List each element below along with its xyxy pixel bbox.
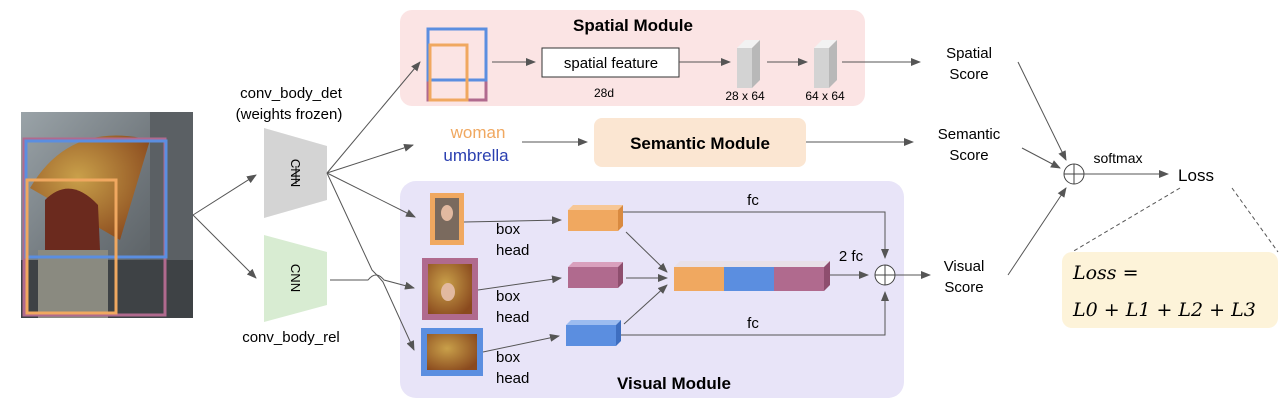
arrow-rel-to-union-crop <box>330 274 415 290</box>
spatial-layer2-label: 64 x 64 <box>805 89 845 103</box>
semantic-module-box <box>594 118 806 167</box>
spatial-mask-icon <box>426 27 488 102</box>
arrow-spatial-score-to-sum <box>1017 61 1067 161</box>
cnn-det-label: CNN <box>288 159 303 187</box>
subject-crop <box>430 193 464 245</box>
semantic-score-line2: Score <box>949 147 988 164</box>
concat-feature-block <box>674 261 830 291</box>
arrow-subject-fc <box>623 211 889 259</box>
arrow-det-to-object-crop <box>326 172 415 351</box>
two-fc-label: 2 fc <box>839 248 864 265</box>
arrow-visual-score-to-sum <box>1007 187 1067 276</box>
loss-formula-line1: Loss = <box>1072 262 1139 284</box>
box-head-2-line1: box <box>496 288 521 305</box>
semantic-score-line1: Semantic <box>938 126 1001 143</box>
spatial-score-line2: Score <box>949 66 988 83</box>
visual-sum-node <box>874 264 896 286</box>
spatial-layer-2 <box>814 40 837 88</box>
arrow-img-to-det <box>192 174 257 216</box>
box-head-3-line2: head <box>496 370 529 387</box>
box-head-2-line2: head <box>496 309 529 326</box>
union-crop <box>422 258 478 320</box>
spatial-feature-label: spatial feature <box>564 55 658 72</box>
subject-feature-block <box>568 205 623 231</box>
det-label-line2: (weights frozen) <box>236 106 343 123</box>
spatial-layer-1 <box>737 40 760 88</box>
spatial-score-line1: Spatial <box>946 45 992 62</box>
spatial-dim-label: 28d <box>594 86 614 100</box>
arrow-det-to-semantic <box>326 143 414 174</box>
spatial-module-title: Spatial Module <box>573 16 693 35</box>
semantic-module-title: Semantic Module <box>630 134 770 153</box>
spatial-layer1-label: 28 x 64 <box>725 89 765 103</box>
cnn-rel-block <box>264 235 327 322</box>
arrow-subject-crop-to-block <box>463 216 562 225</box>
visual-score-line1: Visual <box>944 258 985 275</box>
box-head-1-line1: box <box>496 221 521 238</box>
loss-formula-line2: L0 + L1 + L2 + L3 <box>1072 299 1256 321</box>
loss-formula-bg <box>1062 252 1278 328</box>
arrow-semantic-score-to-sum <box>1021 147 1061 169</box>
visual-score-line2: Score <box>944 279 983 296</box>
input-image <box>21 112 193 318</box>
softmax-label: softmax <box>1093 150 1142 166</box>
loss-label: Loss <box>1178 166 1214 185</box>
arrow-object-fc <box>621 291 889 336</box>
spatial-feature-box <box>541 47 680 78</box>
arrow-object-to-concat <box>623 284 668 325</box>
fc-label-top: fc <box>747 192 759 209</box>
loss-dash-right <box>1231 187 1279 253</box>
arrow-object-crop-to-block <box>482 333 560 353</box>
det-label-line1: conv_body_det <box>240 85 343 102</box>
box-head-3-line1: box <box>496 349 521 366</box>
arrow-union-crop-to-block <box>477 275 562 291</box>
arrow-img-to-rel <box>192 214 257 279</box>
object-feature-block <box>566 320 621 346</box>
visual-module-bg <box>400 181 904 398</box>
subject-box <box>25 178 118 315</box>
box-head-1-line2: head <box>496 242 529 259</box>
arrow-det-to-spatial <box>326 61 421 174</box>
visual-module-title: Visual Module <box>617 374 731 393</box>
arrow-det-to-subject-crop <box>326 172 416 218</box>
loss-dash-left <box>1071 187 1181 253</box>
arrow-subject-to-concat <box>625 231 668 273</box>
fc-label-bottom: fc <box>747 315 759 332</box>
cnn-rel-label: CNN <box>288 264 303 292</box>
rel-label: conv_body_rel <box>242 329 340 346</box>
subject-word: woman <box>450 123 506 142</box>
union-feature-block <box>568 262 623 288</box>
object-crop <box>421 328 483 376</box>
object-word: umbrella <box>443 146 509 165</box>
score-sum-node <box>1063 163 1085 185</box>
